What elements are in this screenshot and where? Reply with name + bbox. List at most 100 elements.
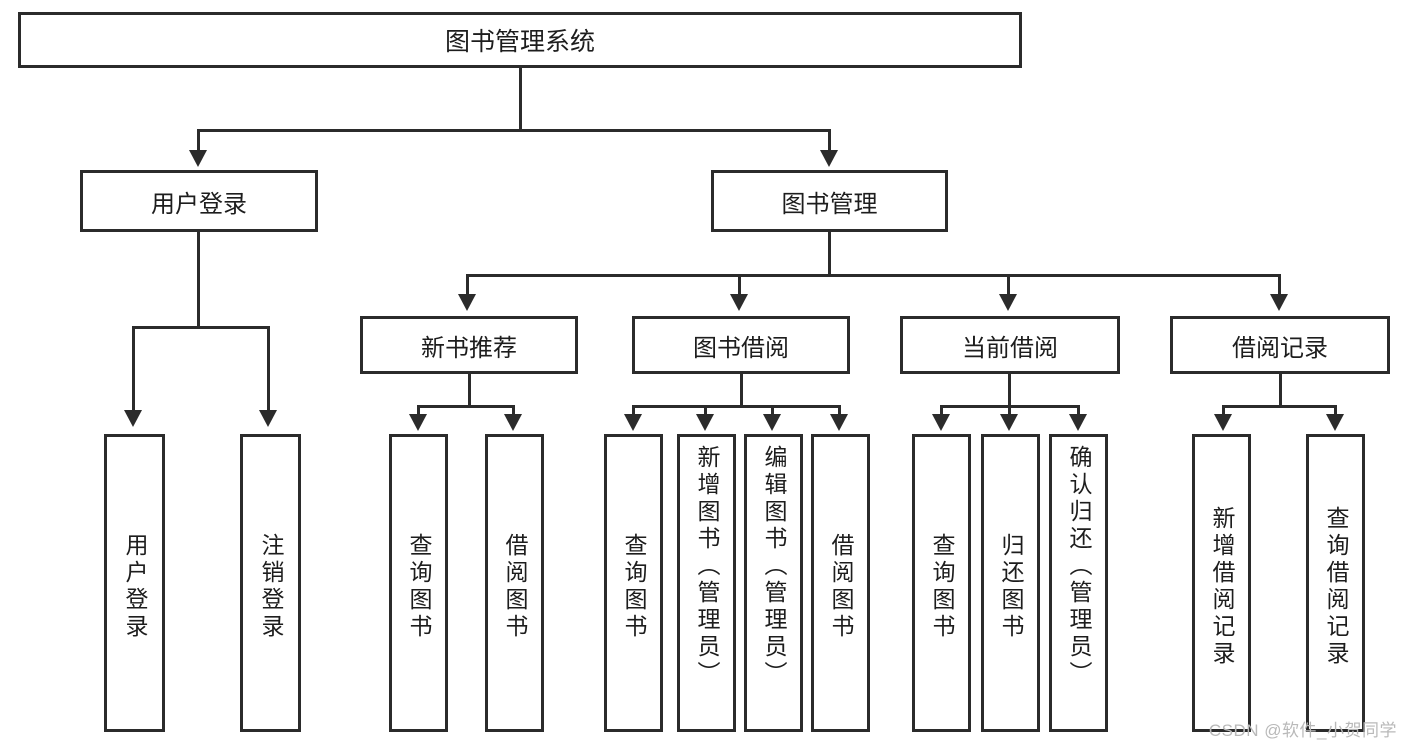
leaf-borrow-record-add-record[interactable]: 新增借阅记录 xyxy=(1192,434,1251,732)
node-label: 借阅图书 xyxy=(828,533,854,641)
connector-root-to-book-management xyxy=(828,129,831,153)
connector-current-borrow-stem xyxy=(1008,374,1011,408)
leaf-current-borrow-return-book[interactable]: 归还图书 xyxy=(981,434,1040,732)
leaf-text-wrap: 查询图书 xyxy=(915,445,968,729)
arrowhead-leaf-cb-1 xyxy=(932,414,950,431)
node-label: 查询图书 xyxy=(621,533,647,641)
arrowhead-leaf-nbr-2 xyxy=(504,414,522,431)
arrowhead-leaf-nbr-1 xyxy=(409,414,427,431)
leaf-book-borrow-add-book-admin[interactable]: 新增图书（管理员） xyxy=(677,434,736,732)
connector-cb-child-1 xyxy=(940,405,943,417)
node-label: 图书管理系统 xyxy=(444,28,595,56)
connector-bb-child-1 xyxy=(632,405,635,417)
leaf-current-borrow-confirm-return-admin[interactable]: 确认归还（管理员） xyxy=(1049,434,1108,732)
connector-bb-child-3 xyxy=(771,405,774,417)
node-label: 查询图书 xyxy=(406,533,432,641)
connector-borrow-record-bus xyxy=(1222,405,1337,408)
node-current-borrow[interactable]: 当前借阅 xyxy=(900,316,1120,374)
node-label: 新书推荐 xyxy=(421,334,517,362)
arrowhead-leaf-user-login-1 xyxy=(124,410,142,427)
leaf-text-wrap: 确认归还（管理员） xyxy=(1052,445,1105,729)
node-book-borrow[interactable]: 图书借阅 xyxy=(632,316,850,374)
leaf-current-borrow-query-book[interactable]: 查询图书 xyxy=(912,434,971,732)
connector-bb-child-2 xyxy=(704,405,707,417)
leaf-new-book-query-book[interactable]: 查询图书 xyxy=(389,434,448,732)
connector-book-borrow-bus xyxy=(632,405,840,408)
leaf-text-wrap: 编辑图书（管理员） xyxy=(747,445,800,729)
arrowhead-leaf-bb-1 xyxy=(624,414,642,431)
node-label: 用户登录 xyxy=(151,190,247,218)
leaf-book-borrow-query-book[interactable]: 查询图书 xyxy=(604,434,663,732)
node-label: 新增图书（管理员） xyxy=(694,445,720,688)
node-label: 用户登录 xyxy=(122,533,148,641)
connector-nbr-child-1 xyxy=(417,405,420,417)
leaf-book-borrow-borrow-book[interactable]: 借阅图书 xyxy=(811,434,870,732)
node-book-management[interactable]: 图书管理 xyxy=(711,170,948,232)
node-borrow-record[interactable]: 借阅记录 xyxy=(1170,316,1390,374)
leaf-user-login-login[interactable]: 用户登录 xyxy=(104,434,165,732)
connector-new-book-recommend-stem xyxy=(468,374,471,408)
arrowhead-book-management xyxy=(820,150,838,167)
connector-to-book-borrow xyxy=(738,274,741,296)
connector-cb-child-2 xyxy=(1008,405,1011,417)
arrowhead-leaf-user-login-2 xyxy=(259,410,277,427)
arrowhead-leaf-br-1 xyxy=(1214,414,1232,431)
connector-br-child-1 xyxy=(1222,405,1225,417)
connector-to-new-book-recommend xyxy=(466,274,469,296)
node-label: 注销登录 xyxy=(258,533,284,641)
connector-nbr-child-2 xyxy=(512,405,515,417)
csdn-watermark: CSDN @软件_小贺同学 xyxy=(1208,721,1397,740)
connector-to-borrow-record xyxy=(1278,274,1281,296)
node-root-book-management-system[interactable]: 图书管理系统 xyxy=(18,12,1022,68)
connector-to-current-borrow xyxy=(1007,274,1010,296)
arrowhead-borrow-record xyxy=(1270,294,1288,311)
leaf-text-wrap: 注销登录 xyxy=(243,445,298,729)
node-label: 查询图书 xyxy=(929,533,955,641)
arrowhead-leaf-cb-2 xyxy=(1000,414,1018,431)
connector-user-login-child-1 xyxy=(132,326,135,412)
leaf-text-wrap: 新增借阅记录 xyxy=(1195,445,1248,729)
node-label: 借阅图书 xyxy=(502,533,528,641)
leaf-text-wrap: 查询图书 xyxy=(392,445,445,729)
node-label: 编辑图书（管理员） xyxy=(761,445,787,688)
leaf-text-wrap: 新增图书（管理员） xyxy=(680,445,733,729)
arrowhead-current-borrow xyxy=(999,294,1017,311)
connector-root-bus xyxy=(197,129,831,132)
connector-book-management-bus xyxy=(466,274,1281,277)
leaf-text-wrap: 借阅图书 xyxy=(814,445,867,729)
connector-book-borrow-stem xyxy=(740,374,743,408)
connector-user-login-stem xyxy=(197,232,200,328)
arrowhead-leaf-bb-2 xyxy=(696,414,714,431)
arrowhead-user-login xyxy=(189,150,207,167)
leaf-text-wrap: 查询借阅记录 xyxy=(1309,445,1362,729)
node-label: 新增借阅记录 xyxy=(1209,506,1235,668)
node-label: 图书借阅 xyxy=(693,334,789,362)
connector-borrow-record-stem xyxy=(1279,374,1282,408)
leaf-user-login-logout[interactable]: 注销登录 xyxy=(240,434,301,732)
connector-bb-child-4 xyxy=(838,405,841,417)
connector-user-login-child-2 xyxy=(267,326,270,412)
leaf-text-wrap: 归还图书 xyxy=(984,445,1037,729)
node-label: 当前借阅 xyxy=(962,334,1058,362)
node-label: 归还图书 xyxy=(998,533,1024,641)
connector-book-management-stem xyxy=(828,232,831,276)
arrowhead-new-book-recommend xyxy=(458,294,476,311)
arrowhead-book-borrow xyxy=(730,294,748,311)
node-label: 查询借阅记录 xyxy=(1323,506,1349,668)
leaf-borrow-record-query-record[interactable]: 查询借阅记录 xyxy=(1306,434,1365,732)
node-label: 确认归还（管理员） xyxy=(1066,445,1092,688)
node-user-login[interactable]: 用户登录 xyxy=(80,170,318,232)
connector-user-login-bus xyxy=(132,326,270,329)
node-new-book-recommend[interactable]: 新书推荐 xyxy=(360,316,578,374)
arrowhead-leaf-cb-3 xyxy=(1069,414,1087,431)
leaf-text-wrap: 借阅图书 xyxy=(488,445,541,729)
leaf-book-borrow-edit-book-admin[interactable]: 编辑图书（管理员） xyxy=(744,434,803,732)
connector-new-book-recommend-bus xyxy=(417,405,515,408)
arrowhead-leaf-br-2 xyxy=(1326,414,1344,431)
leaf-text-wrap: 用户登录 xyxy=(107,445,162,729)
connector-root-to-user-login xyxy=(197,129,200,153)
node-label: 借阅记录 xyxy=(1232,334,1328,362)
arrowhead-leaf-bb-4 xyxy=(830,414,848,431)
leaf-new-book-borrow-book[interactable]: 借阅图书 xyxy=(485,434,544,732)
